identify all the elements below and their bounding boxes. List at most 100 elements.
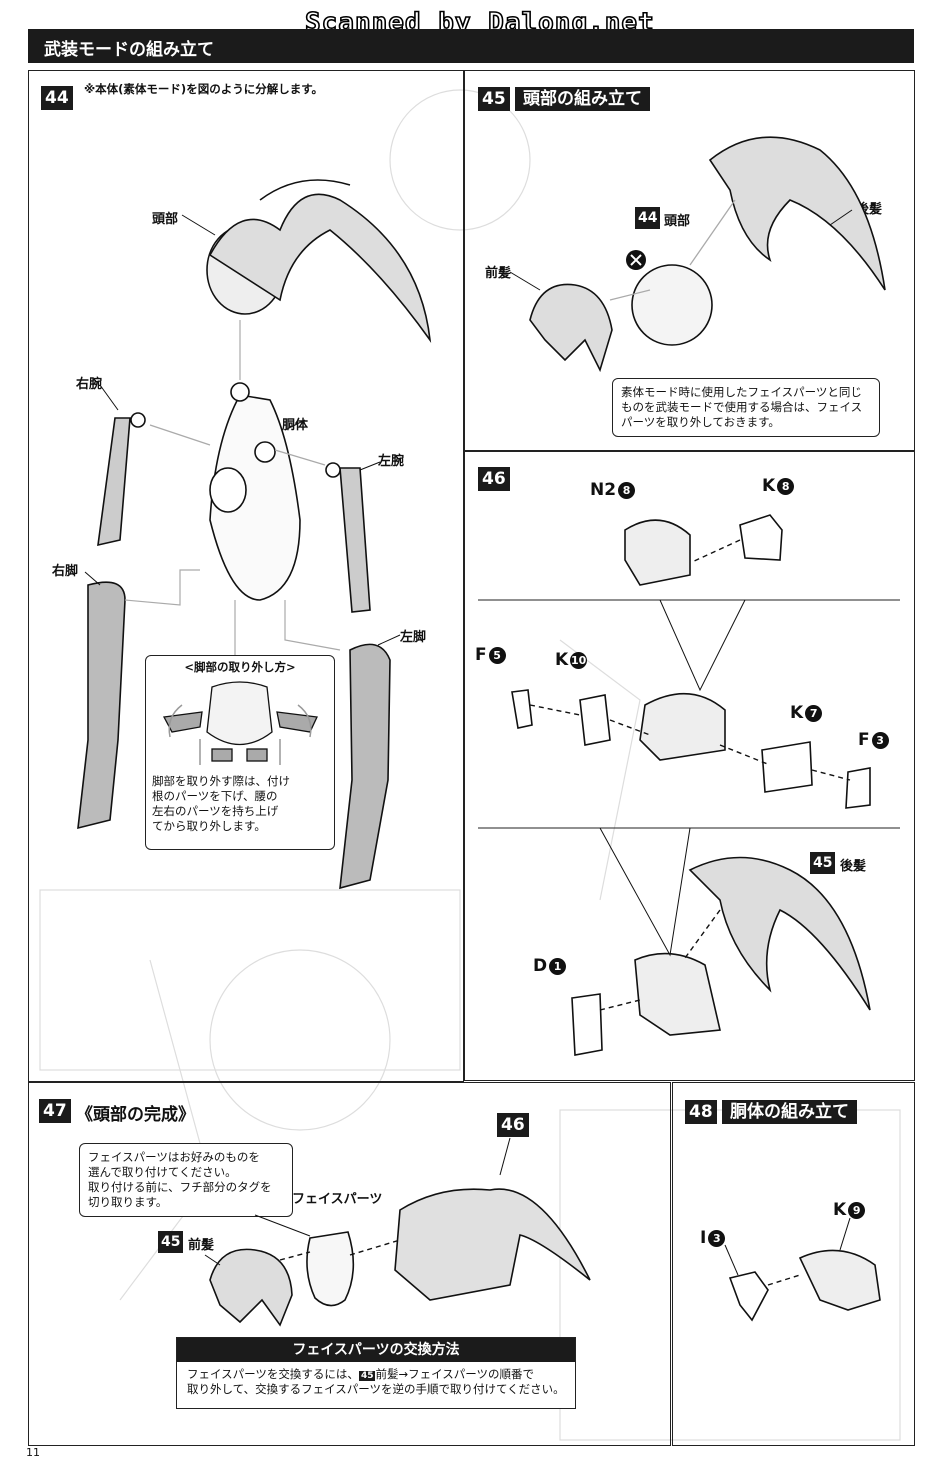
face-exchange-line-2: 取り外して、交換するフェイスパーツを逆の手順で取り付けてください。 [187, 1382, 565, 1396]
exchange-line1-pre: フェイスパーツを交換するには、 [187, 1367, 359, 1381]
right-arm-illustration [97, 417, 131, 547]
label-face-parts: フェイスパーツ [292, 1192, 383, 1207]
left-arm-illustration [339, 467, 371, 613]
part-K-7 [761, 741, 813, 793]
back-hair-illustration [708, 136, 886, 291]
step-46-number: 46 [478, 467, 510, 491]
face-callout-line-4: 切り取ります。 [88, 1195, 168, 1209]
step-48-title: 胴体の組み立て [722, 1100, 857, 1124]
face-callout-line-3: 取り付ける前に、フチ部分のタグを [88, 1180, 272, 1194]
head-core-illustration [631, 264, 713, 346]
part-number: 8 [777, 477, 795, 495]
panel-step-46 [464, 451, 915, 1081]
part-number: 3 [708, 1229, 726, 1247]
part-number: 8 [618, 481, 636, 499]
header-bar: 武装モードの組み立て [28, 29, 914, 63]
label-head-44: 頭部 [152, 212, 179, 227]
exchange-line1-post: 前髪→フェイスパーツの順番で [375, 1367, 535, 1381]
leg-removal-title: <脚部の取り外し方> [184, 660, 296, 674]
part-letter: F [475, 645, 487, 665]
part-letter: I [700, 1228, 707, 1248]
step-48-number: 48 [685, 1100, 717, 1124]
part-N2-8 [624, 519, 691, 586]
label-head-45: 頭部 [664, 214, 691, 229]
head-ref-46: 46 [497, 1113, 529, 1137]
label-right-arm: 右腕 [76, 377, 103, 392]
step-45-note-line-1: 素体モード時に使用したフェイスパーツと同じ [621, 385, 862, 399]
part-F-5 [511, 689, 533, 729]
part-K-10 [579, 694, 611, 746]
part-letter: K [833, 1200, 847, 1220]
back-hair-ref-45: 45 [810, 852, 836, 874]
leg-removal-line-3: 左右のパーツを持ち上げ [152, 804, 279, 818]
part-number: 5 [488, 646, 506, 664]
head-ref-44: 44 [635, 207, 661, 229]
panel-step-47 [28, 1082, 671, 1446]
part-K-9 [798, 1249, 881, 1311]
front-hair-ref-45: 45 [158, 1231, 184, 1253]
leg-removal-line-4: てから取り外します。 [152, 819, 266, 833]
panel-step-44 [28, 70, 464, 1082]
head-assembly-mid [639, 692, 726, 761]
step-44-number: 44 [41, 86, 73, 110]
front-hair-47 [209, 1248, 293, 1327]
panel-step-45 [464, 70, 915, 451]
right-leg-illustration [77, 581, 126, 830]
panel-step-48 [672, 1082, 915, 1446]
label-left-leg: 左脚 [400, 630, 427, 645]
part-letter: K [555, 650, 569, 670]
face-exchange-title: フェイスパーツの交換方法 [177, 1338, 575, 1362]
page-number: 11 [26, 1446, 40, 1459]
label-front-hair-45: 前髪 [485, 266, 512, 281]
face-parts-callout: フェイスパーツはお好みのものを 選んで取り付けてください。 取り付ける前に、フチ… [79, 1143, 293, 1217]
leg-removal-diagram [162, 681, 318, 765]
part-letter: K [762, 476, 776, 496]
part-number: 10 [570, 651, 588, 669]
part-number: 3 [871, 731, 889, 749]
label-right-leg: 右脚 [52, 564, 79, 579]
part-number: 1 [549, 957, 567, 975]
face-callout-line-1: フェイスパーツはお好みのものを [88, 1150, 260, 1164]
part-letter: K [790, 703, 804, 723]
step-45-title: 頭部の組み立て [515, 87, 650, 111]
label-front-hair-47: 前髪 [188, 1238, 215, 1253]
face-callout-line-2: 選んで取り付けてください。 [88, 1165, 237, 1179]
step-45-note-box: 素体モード時に使用したフェイスパーツと同じ ものを武装モードで使用する場合は、フ… [612, 378, 880, 437]
step-45-number: 45 [478, 87, 510, 111]
face-part-illustration [306, 1231, 355, 1307]
step-45-note-line-3: パーツを取り外しておきます。 [621, 415, 780, 429]
back-hair-46 [688, 856, 871, 1011]
step-45-note-line-2: ものを武装モードで使用する場合は、フェイス [621, 400, 863, 414]
label-left-arm: 左腕 [378, 454, 405, 469]
part-number: 9 [848, 1201, 866, 1219]
head-with-hair-47 [394, 1188, 591, 1301]
leg-removal-line-1: 脚部を取り外す際は、付け [152, 774, 290, 788]
x-mark [630, 254, 642, 266]
exchange-ref-45: 45 [358, 1371, 376, 1381]
part-letter: F [858, 730, 870, 750]
step-47-number: 47 [39, 1099, 71, 1123]
header-title: 武装モードの組み立て [44, 40, 214, 60]
part-number: 7 [805, 704, 823, 722]
part-F-3 [845, 767, 871, 809]
part-K-8 [739, 514, 783, 561]
front-hair-illustration [529, 283, 613, 373]
part-letter: N2 [590, 480, 617, 500]
